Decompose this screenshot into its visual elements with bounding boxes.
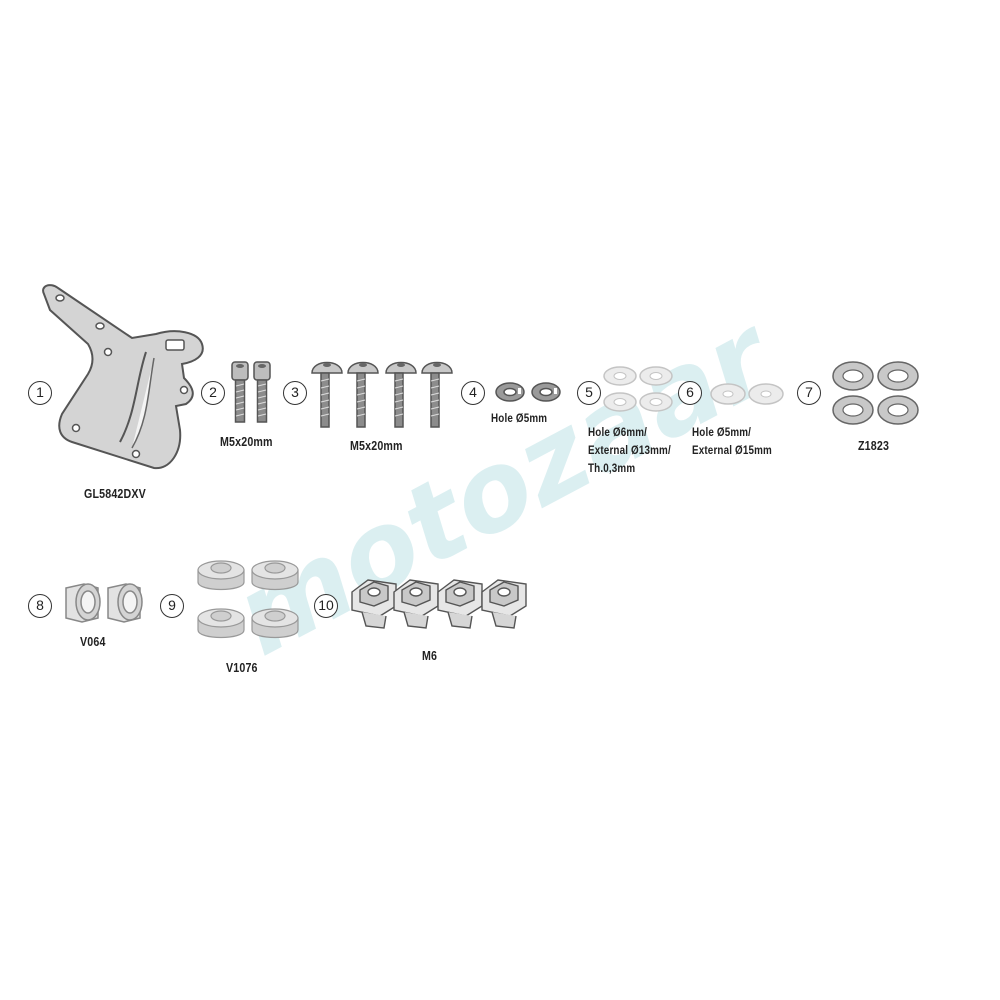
item-10-number: 10 bbox=[314, 594, 338, 618]
cage-nuts-part bbox=[351, 579, 527, 629]
item-7-code: Z1823 bbox=[858, 438, 890, 453]
item-5-spec-line-2: External Ø13mm/ bbox=[588, 443, 671, 457]
item-5-spec-line-1: Hole Ø6mm/ bbox=[588, 425, 648, 439]
item-10-spec: M6 bbox=[422, 648, 438, 663]
spacers-part bbox=[65, 583, 143, 623]
lock-washers-part bbox=[495, 382, 561, 402]
item-6-number: 6 bbox=[678, 381, 702, 405]
item-2-spec: M5x20mm bbox=[220, 434, 273, 449]
item-6-spec-line-1: Hole Ø5mm/ bbox=[692, 425, 752, 439]
item-8-number: 8 bbox=[28, 594, 52, 618]
item-4-number: 4 bbox=[461, 381, 485, 405]
item-1-code: GL5842DXV bbox=[84, 486, 146, 501]
item-2-number: 2 bbox=[201, 381, 225, 405]
thin-washers-part bbox=[603, 366, 673, 412]
item-3-number: 3 bbox=[283, 381, 307, 405]
item-4-spec: Hole Ø5mm bbox=[491, 411, 548, 425]
button-screws-part bbox=[311, 361, 453, 428]
item-5-number: 5 bbox=[577, 381, 601, 405]
item-6-spec-line-2: External Ø15mm bbox=[692, 443, 772, 457]
bracket-part bbox=[42, 284, 204, 470]
item-9-number: 9 bbox=[160, 594, 184, 618]
item-8-code: V064 bbox=[80, 634, 106, 649]
bushings-part bbox=[197, 560, 299, 639]
item-5-spec-line-3: Th.0,3mm bbox=[588, 461, 636, 475]
item-9-code: V1076 bbox=[226, 660, 258, 675]
flat-washers-part bbox=[710, 383, 784, 405]
large-washers-part bbox=[832, 361, 919, 425]
item-3-spec: M5x20mm bbox=[350, 438, 403, 453]
item-1-number: 1 bbox=[28, 381, 52, 405]
item-7-number: 7 bbox=[797, 381, 821, 405]
socket-screws-part bbox=[231, 361, 271, 423]
